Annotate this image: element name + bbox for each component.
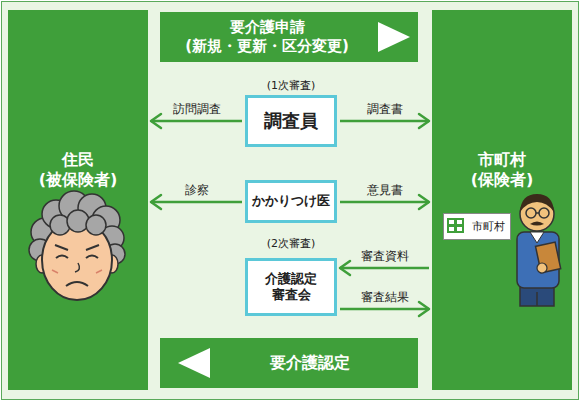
stage-label: (2次審査) <box>231 236 351 251</box>
edge-label: 審査結果 <box>335 290 435 305</box>
text-segment: 市町村 <box>472 220 505 233</box>
arrow-line <box>340 267 429 270</box>
office-sign: 市町村 <box>443 213 511 240</box>
edge-label: 意見書 <box>335 183 435 198</box>
node-text: 市町村 (保険者) <box>457 150 547 190</box>
flow-band: 要介護認定 <box>160 338 418 388</box>
text-segment: 要介護申請 <box>230 18 305 36</box>
node-text: かかりつけ医 <box>248 193 334 209</box>
flow-arrow <box>340 302 429 316</box>
arrow-head <box>340 261 350 275</box>
flow-arrow <box>151 114 242 128</box>
process-box: かかりつけ医 <box>245 180 337 223</box>
text-segment: 調査員 <box>264 110 318 131</box>
node-text: 調査員 <box>251 110 331 133</box>
flow-band: 要介護申請 (新規・更新・区分変更) <box>160 12 418 62</box>
party-panel: 住民 (被保険者) <box>8 10 148 390</box>
text-segment: 審査資料 <box>361 249 409 263</box>
arrow-head <box>151 114 161 128</box>
text-segment: 訪問調査 <box>173 102 221 116</box>
arrow-head <box>151 195 161 209</box>
text-segment: 要介護認定 <box>270 353 350 372</box>
arrow-line <box>340 120 429 123</box>
arrow-line <box>340 201 429 204</box>
arrow-line <box>151 120 242 123</box>
text-segment: (保険者) <box>471 170 534 189</box>
node-text: 要介護申請 (新規・更新・区分変更) <box>172 18 362 56</box>
node-text: 市町村 <box>466 220 510 234</box>
party-panel: 市町村 (保険者)市町村 <box>432 10 572 390</box>
node-text: 介護認定 審査会 <box>259 271 323 304</box>
text-segment: 審査会 <box>272 287 311 302</box>
text-segment: 介護認定 <box>265 271 317 286</box>
text-segment: (被保険者) <box>39 170 118 189</box>
text-segment: 審査結果 <box>361 290 409 304</box>
arrow-line <box>340 308 429 311</box>
edge-label: 調査書 <box>335 102 435 117</box>
node-text: 住民 (被保険者) <box>33 150 123 190</box>
arrow-head <box>419 302 429 316</box>
arrow-head <box>419 195 429 209</box>
text-segment: (1次審査) <box>267 79 316 92</box>
process-box: 介護認定 審査会 <box>245 258 337 316</box>
stage-label: (1次審査) <box>231 78 351 93</box>
text-segment: (2次審査) <box>267 237 316 250</box>
flow-arrow <box>340 114 429 128</box>
text-segment: (新規・更新・区分変更) <box>185 37 349 55</box>
text-segment: 意見書 <box>367 183 403 197</box>
flow-arrow <box>340 261 429 275</box>
arrow-head <box>419 114 429 128</box>
text-segment: 市町村 <box>478 150 526 169</box>
arrow-line <box>151 201 242 204</box>
edge-label: 審査資料 <box>335 249 435 264</box>
process-box: 調査員 <box>245 95 337 147</box>
flow-arrow <box>151 195 242 209</box>
node-text: 要介護認定 <box>230 353 390 373</box>
edge-label: 訪問調査 <box>147 102 247 117</box>
text-segment: かかりつけ医 <box>252 193 330 208</box>
edge-label: 診察 <box>147 183 247 198</box>
text-segment: 住民 <box>62 150 94 169</box>
flow-arrow <box>340 195 429 209</box>
text-segment: 診察 <box>185 183 209 197</box>
text-segment: 調査書 <box>367 102 403 116</box>
